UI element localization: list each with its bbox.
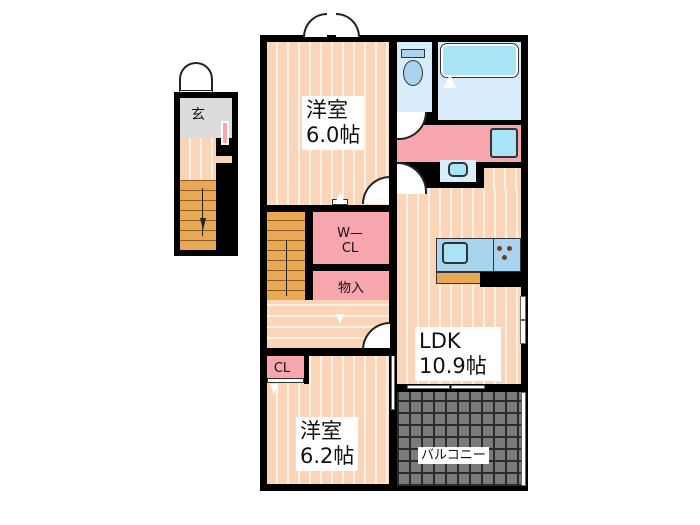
entrance-hall-floor — [180, 138, 216, 180]
closet-wall — [304, 356, 309, 384]
wall-hallway-room2 — [260, 348, 397, 356]
balcony-label: バルコニー — [418, 447, 489, 464]
washbasin-icon — [448, 162, 468, 177]
stove-burner-icon — [497, 246, 502, 251]
ldk-window[interactable] — [520, 320, 526, 344]
bathtub-icon — [440, 43, 519, 78]
room-name: 洋室 — [300, 419, 342, 443]
toilet-tank — [401, 49, 425, 58]
door-marker — [336, 192, 344, 201]
stair-arrow-head — [200, 218, 206, 230]
walk-in-closet — [313, 212, 389, 264]
annex-hall-extension — [216, 156, 232, 163]
wall-room1-bottom — [260, 205, 397, 212]
shoe-cupboard — [221, 121, 229, 145]
storage-label: 物入 — [337, 281, 364, 296]
door-marker — [270, 384, 278, 394]
sliding-door-room2-ldk[interactable] — [391, 350, 395, 410]
washing-machine-space-icon — [490, 128, 518, 158]
stair-direction-arrow — [286, 240, 287, 296]
closet — [267, 356, 304, 378]
ldk-floor-upper — [484, 168, 521, 190]
western-room-1-label: 洋室 6.0帖 — [302, 96, 365, 150]
stove-burner-icon — [507, 246, 512, 251]
balcony — [397, 392, 521, 486]
stair-direction-arrow — [202, 188, 203, 236]
balcony-railing — [521, 392, 526, 486]
toilet-icon — [403, 60, 423, 86]
ldk-window[interactable] — [520, 296, 526, 320]
room-size: 6.2帖 — [300, 444, 355, 468]
entrance-door[interactable] — [179, 62, 213, 92]
ldk-label: LDK 10.9帖 — [415, 327, 501, 381]
closet-door[interactable] — [267, 378, 304, 383]
balcony-window[interactable] — [407, 385, 450, 389]
room-name: CL — [341, 241, 359, 256]
walk-in-closet-label: W— CL — [335, 226, 365, 256]
room-name: W— — [337, 226, 363, 241]
room-size: 10.9帖 — [419, 354, 487, 378]
wall-room1-wet — [389, 35, 397, 205]
room1-window-door-right[interactable] — [336, 13, 360, 37]
stove-burner-icon — [502, 255, 507, 260]
western-room-2-label: 洋室 6.2帖 — [296, 417, 359, 471]
room1-window-door-left[interactable] — [303, 13, 327, 37]
closet-label: CL — [273, 361, 291, 376]
kitchen-wall — [480, 272, 521, 287]
bath-door-marker — [444, 74, 456, 88]
wall-stairs-closets — [305, 212, 313, 308]
wall-rooms-ldk — [389, 200, 397, 491]
room-name: 洋室 — [306, 98, 348, 122]
door-marker — [336, 314, 344, 324]
wall-wcl-storage — [313, 264, 389, 271]
entrance-label: 玄 — [191, 107, 205, 123]
balcony-window[interactable] — [451, 385, 485, 389]
room-name: LDK — [419, 329, 461, 353]
stairs-annex — [180, 180, 216, 250]
kitchen-sink-icon — [442, 242, 468, 264]
wall-toilet-bath — [432, 35, 438, 125]
room-size: 6.0帖 — [306, 123, 361, 147]
stove-divider — [493, 239, 494, 271]
